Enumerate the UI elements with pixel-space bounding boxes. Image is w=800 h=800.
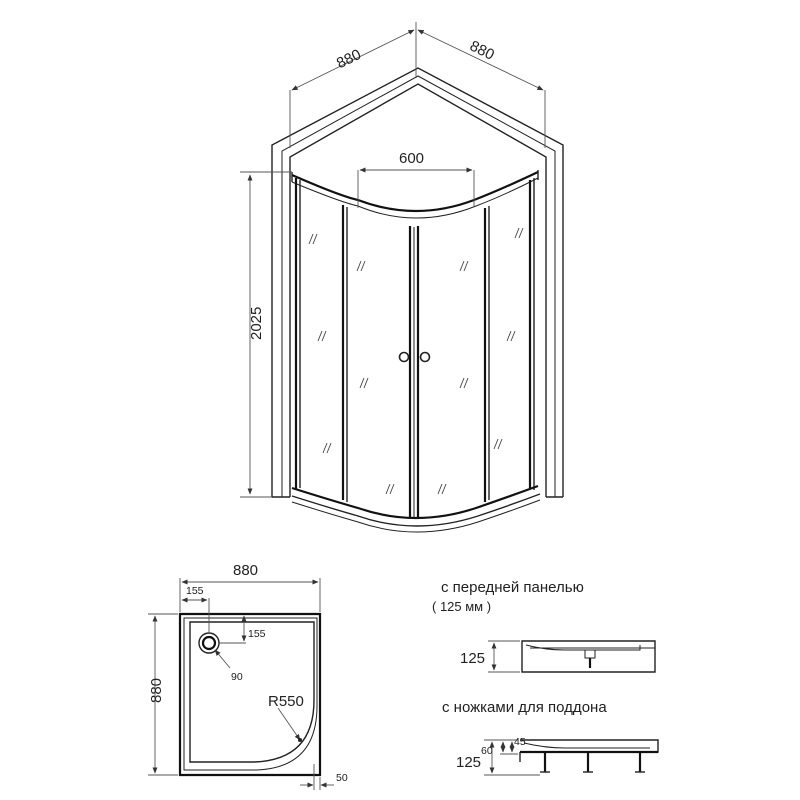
tray-dim-depth: 880 [148, 678, 165, 703]
handle-left-icon [398, 351, 410, 363]
tray-dim-drain-diameter: 90 [231, 671, 243, 683]
tray-front-panel-view: с передней панелью ( 125 мм ) 125 [432, 579, 656, 673]
tray-dim-drain-y: 155 [248, 628, 266, 640]
door-handles [398, 351, 431, 363]
front-panel-note: ( 125 мм ) [432, 599, 491, 614]
handle-right-icon [419, 351, 431, 363]
enclosure-view: 880 880 600 [240, 22, 564, 533]
door-dimension: 600 [357, 150, 475, 208]
glass-panels [294, 178, 535, 518]
glass-reflections [308, 227, 524, 495]
drain [198, 632, 220, 654]
tray-legs-view: с ножками для поддона 125 60 45 [442, 699, 659, 776]
tray-plan-view: 880 155 155 90 R550 880 50 [148, 562, 348, 790]
tray-dim-rim: 50 [336, 772, 348, 784]
tray-dim-width: 880 [233, 562, 258, 579]
dim-width-right: 880 [467, 37, 497, 63]
tray-legs [519, 752, 645, 773]
dim-height: 2025 [248, 307, 265, 340]
legs-height-total: 125 [456, 754, 481, 771]
top-rail [291, 170, 539, 219]
legs-height-rim: 45 [514, 736, 526, 748]
tray-dim-radius: R550 [268, 693, 304, 710]
height-dimension: 2025 [240, 171, 292, 498]
front-panel-height: 125 [460, 650, 485, 667]
drain-icon [201, 635, 217, 651]
dim-door-width: 600 [399, 150, 424, 167]
legs-height-body: 60 [481, 745, 493, 757]
tray-dim-drain-x: 155 [186, 585, 204, 597]
bottom-rail [291, 484, 541, 533]
legs-caption: с ножками для поддона [442, 699, 607, 716]
front-panel-caption: с передней панелью [441, 579, 584, 596]
dim-width-left: 880 [334, 46, 364, 72]
